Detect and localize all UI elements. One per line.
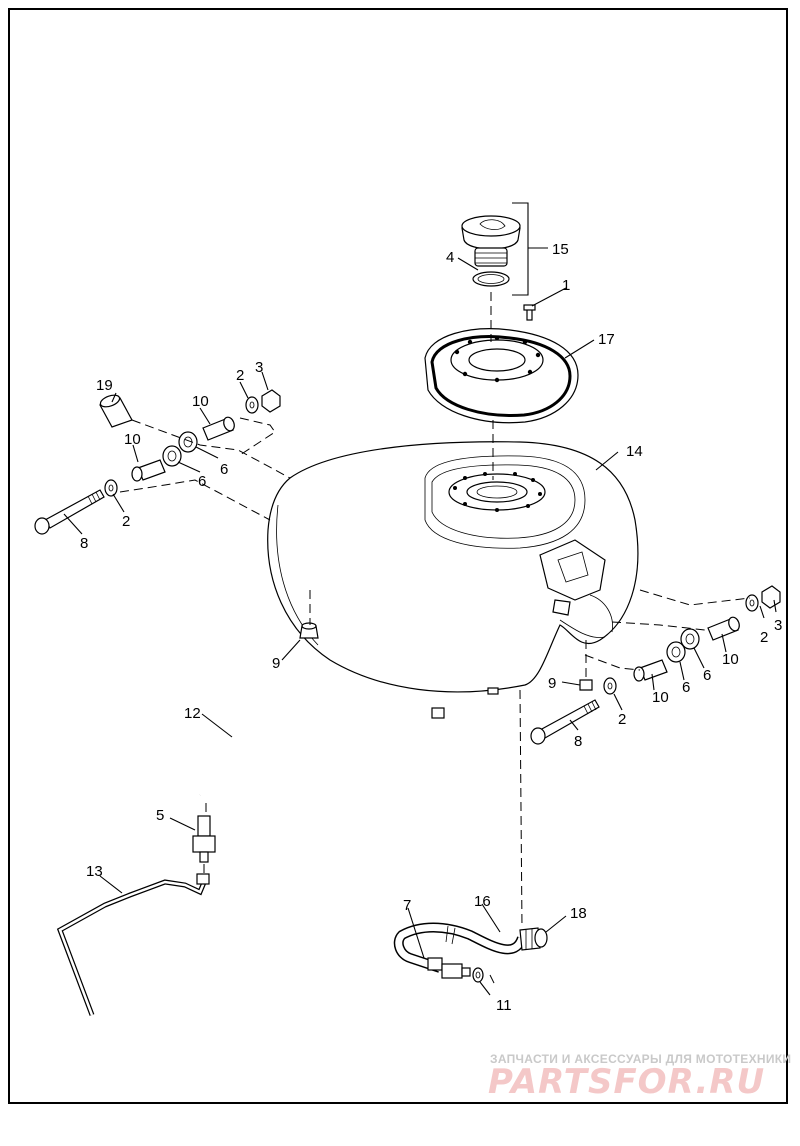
callout-9: 9	[548, 675, 556, 692]
diagram-frame	[8, 8, 788, 1104]
callout-9: 9	[272, 655, 280, 672]
bracket-15	[512, 202, 548, 296]
watermark-logo: PARTSFOR.RU	[488, 1062, 766, 1102]
callout-19: 19	[96, 377, 113, 394]
callout-17: 17	[598, 331, 615, 348]
callout-7: 7	[403, 897, 411, 914]
callout-6: 6	[682, 679, 690, 696]
assembly-lines	[119, 292, 751, 986]
fuel-cap	[461, 215, 521, 267]
callout-12: 12	[184, 705, 201, 722]
callout-5: 5	[156, 807, 164, 824]
right-mount-hardware	[530, 585, 781, 745]
vent-line	[198, 707, 445, 796]
callout-16: 16	[474, 893, 491, 910]
screw-1	[523, 304, 536, 321]
callout-10: 10	[192, 393, 209, 410]
vent-valve	[192, 815, 216, 863]
callout-8: 8	[574, 733, 582, 750]
o-ring	[472, 967, 484, 983]
callout-2: 2	[618, 711, 626, 728]
callout-14: 14	[626, 443, 643, 460]
callout-10: 10	[722, 651, 739, 668]
fuel-line	[393, 922, 527, 973]
fuel-tank	[267, 441, 639, 695]
leader-lines	[63, 257, 777, 996]
callout-13: 13	[86, 863, 103, 880]
callout-2: 2	[122, 513, 130, 530]
fuel-line-fitting	[519, 927, 548, 951]
callout-10: 10	[124, 431, 141, 448]
cap-gasket	[472, 271, 510, 287]
callout-6: 6	[220, 461, 228, 478]
callout-18: 18	[570, 905, 587, 922]
callout-6: 6	[198, 473, 206, 490]
vent-tube	[56, 873, 210, 1016]
callout-numbers: 1 2 2 2 2 3 3 4 5 6 6 6 6 7 8 8 9 9 10 1…	[80, 241, 782, 1014]
left-mount-hardware	[34, 389, 319, 639]
callout-2: 2	[236, 367, 244, 384]
callout-6: 6	[703, 667, 711, 684]
callout-15: 15	[552, 241, 569, 258]
callout-2: 2	[760, 629, 768, 646]
callout-3: 3	[255, 359, 263, 376]
fuel-valve	[427, 957, 471, 979]
callout-10: 10	[652, 689, 669, 706]
callout-3: 3	[774, 617, 782, 634]
callout-1: 1	[562, 277, 570, 294]
callout-8: 8	[80, 535, 88, 552]
callout-11: 11	[496, 997, 512, 1014]
watermark-tagline: ЗАПЧАСТИ И АКСЕССУАРЫ ДЛЯ МОТОТЕХНИКИ	[490, 1052, 792, 1066]
filler-neck-plate	[424, 328, 579, 424]
callout-4: 4	[446, 249, 454, 266]
